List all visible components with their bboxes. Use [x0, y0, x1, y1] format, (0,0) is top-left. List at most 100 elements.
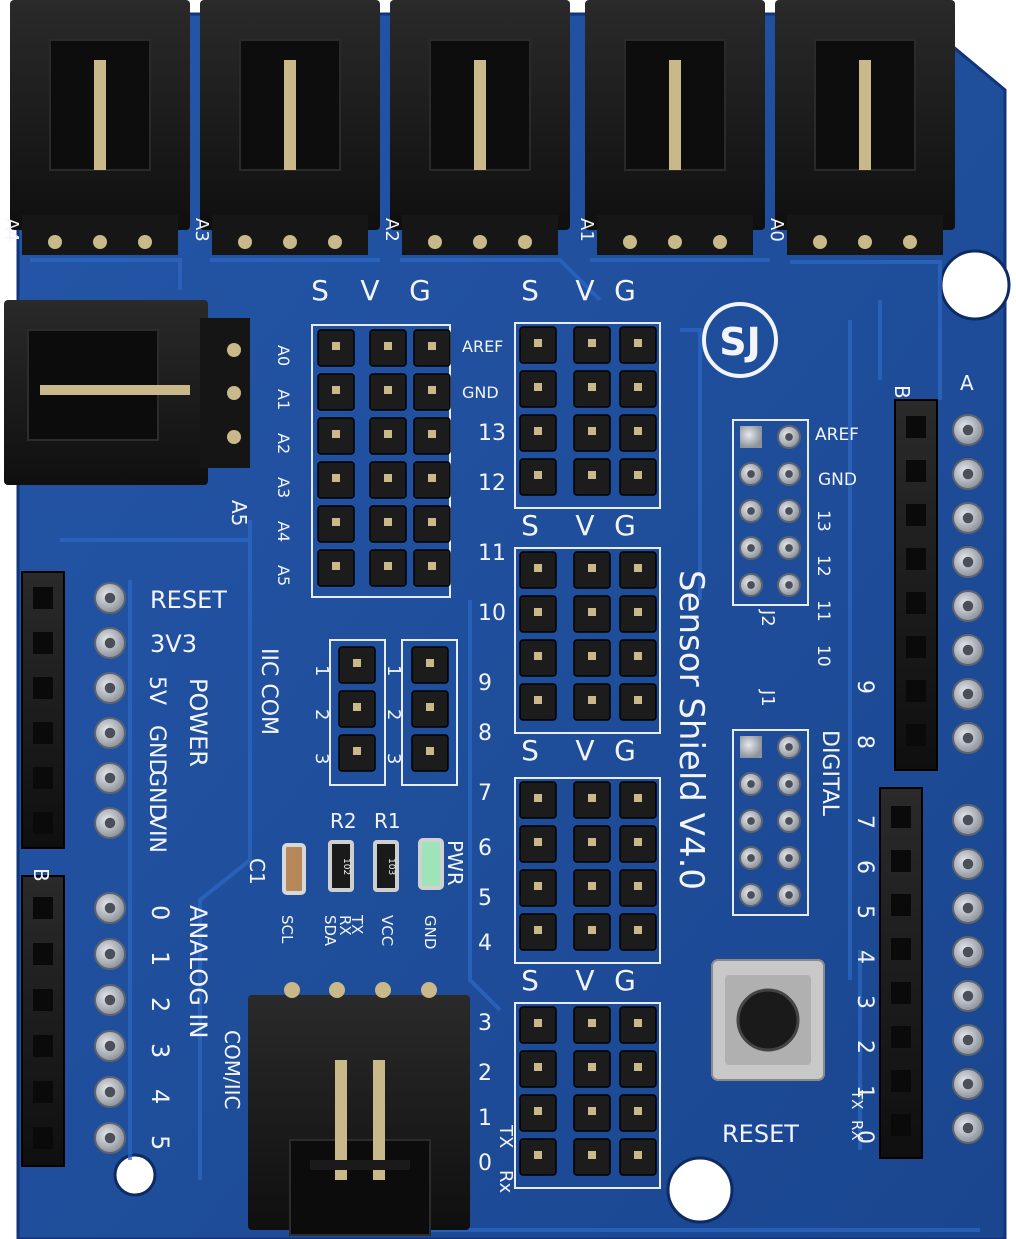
pin-tip	[534, 794, 542, 802]
pad-hole	[747, 854, 755, 862]
pad-hole	[962, 512, 974, 524]
bank-row-label: 12	[478, 471, 506, 496]
top-connector-lead	[858, 235, 872, 249]
pad-hole	[962, 688, 974, 700]
pin-tip	[534, 696, 542, 704]
right-bank-outline	[514, 777, 661, 964]
pin-tip	[332, 342, 340, 350]
pin-tip	[634, 427, 642, 435]
pin-tip	[332, 518, 340, 526]
left-connector-pin-label: A2	[274, 433, 293, 454]
pin-tip	[534, 383, 542, 391]
svg-column-header: V	[575, 274, 594, 307]
top-connector-pin	[859, 60, 871, 170]
iic-right-num: 3	[383, 753, 404, 764]
pad-hole	[785, 854, 793, 862]
digital-number: 6	[852, 860, 877, 874]
bank-row-label: 3	[478, 1011, 492, 1036]
pad-hole	[747, 780, 755, 788]
pin-tip	[428, 386, 436, 394]
pin-header-banks[interactable]	[311, 322, 661, 1189]
digital-pads	[891, 414, 984, 1144]
pin-tip	[588, 427, 596, 435]
pin-tip	[534, 564, 542, 572]
power-analog-header[interactable]	[21, 571, 65, 1167]
left-connector-pin-label: A3	[274, 477, 293, 498]
reset-button[interactable]	[711, 959, 825, 1081]
pin-tip	[634, 383, 642, 391]
top-connector-lead	[473, 235, 487, 249]
iic-com-pins[interactable]	[329, 639, 458, 786]
pin-tip	[426, 659, 434, 667]
iic-left-num: 3	[311, 753, 332, 764]
digital-socket-hole	[891, 806, 911, 828]
power-socket-hole	[33, 812, 53, 834]
pin-tip	[384, 474, 392, 482]
pin-tip	[353, 659, 361, 667]
pin-tip	[426, 703, 434, 711]
pin-tip	[588, 696, 596, 704]
left-connector-pin-label: A4	[274, 521, 293, 542]
pin-tip	[428, 474, 436, 482]
pin-tip	[428, 430, 436, 438]
digital-tx: TX	[848, 1089, 866, 1109]
top-connector-lead	[813, 235, 827, 249]
pin-tip	[426, 747, 434, 755]
pin-tip	[534, 339, 542, 347]
iic-right-num: 1	[383, 665, 404, 676]
pin-tip	[384, 518, 392, 526]
pin-tip	[588, 608, 596, 616]
pad-hole	[962, 946, 974, 958]
pin-tip	[534, 608, 542, 616]
pad-hole	[747, 470, 755, 478]
analog-label: 5	[146, 1135, 174, 1150]
r2-code: 102	[341, 858, 351, 875]
top-connector-lead	[623, 235, 637, 249]
analog-socket-hole	[33, 1127, 53, 1149]
power-socket-hole	[33, 767, 53, 789]
pin-tip	[534, 652, 542, 660]
pin-tip	[534, 838, 542, 846]
pin-tip	[384, 386, 392, 394]
digital-number: 1	[852, 1085, 877, 1099]
pad-hole	[785, 544, 793, 552]
pin-tip	[588, 926, 596, 934]
left-connector-a5[interactable]	[4, 300, 250, 485]
svg-column-header: G	[614, 509, 636, 542]
svg-column-header: G	[614, 964, 636, 997]
bank-tx-label: TX	[495, 1124, 516, 1148]
iic-left-num: 1	[311, 665, 332, 676]
top-connector-lead	[713, 235, 727, 249]
pin-tip	[534, 882, 542, 890]
pin-tip	[588, 794, 596, 802]
right-bank-outline	[514, 547, 661, 734]
pad-hole	[962, 990, 974, 1002]
power-socket-hole	[33, 632, 53, 654]
pin-tip	[332, 474, 340, 482]
bank-row-label: 2	[478, 1061, 492, 1086]
pin-tip	[588, 564, 596, 572]
iic-outline	[329, 639, 386, 786]
pad-hole	[962, 1034, 974, 1046]
power-socket-hole	[33, 587, 53, 609]
top-connector-label: A4	[1, 218, 22, 242]
svg-column-header: S	[521, 274, 539, 307]
pin-tip	[534, 1151, 542, 1159]
digital-socket-hole	[906, 548, 926, 570]
pin-tip	[634, 1151, 642, 1159]
pad-hole	[747, 891, 755, 899]
c1-label: C1	[245, 858, 269, 885]
svg-column-header: V	[575, 734, 594, 767]
pad-hole	[104, 948, 116, 960]
j-headers[interactable]	[732, 419, 809, 916]
bank-row-label: 4	[478, 931, 492, 956]
bank-row-label: AREF	[462, 337, 503, 356]
pad-hole	[962, 556, 974, 568]
pad-hole	[104, 902, 116, 914]
j-header-outline	[732, 729, 809, 916]
com-iic-connector[interactable]	[248, 982, 470, 1236]
mounting-holes	[113, 249, 1011, 1224]
bank-row-label: 13	[478, 421, 506, 446]
iic-outline	[401, 639, 458, 786]
